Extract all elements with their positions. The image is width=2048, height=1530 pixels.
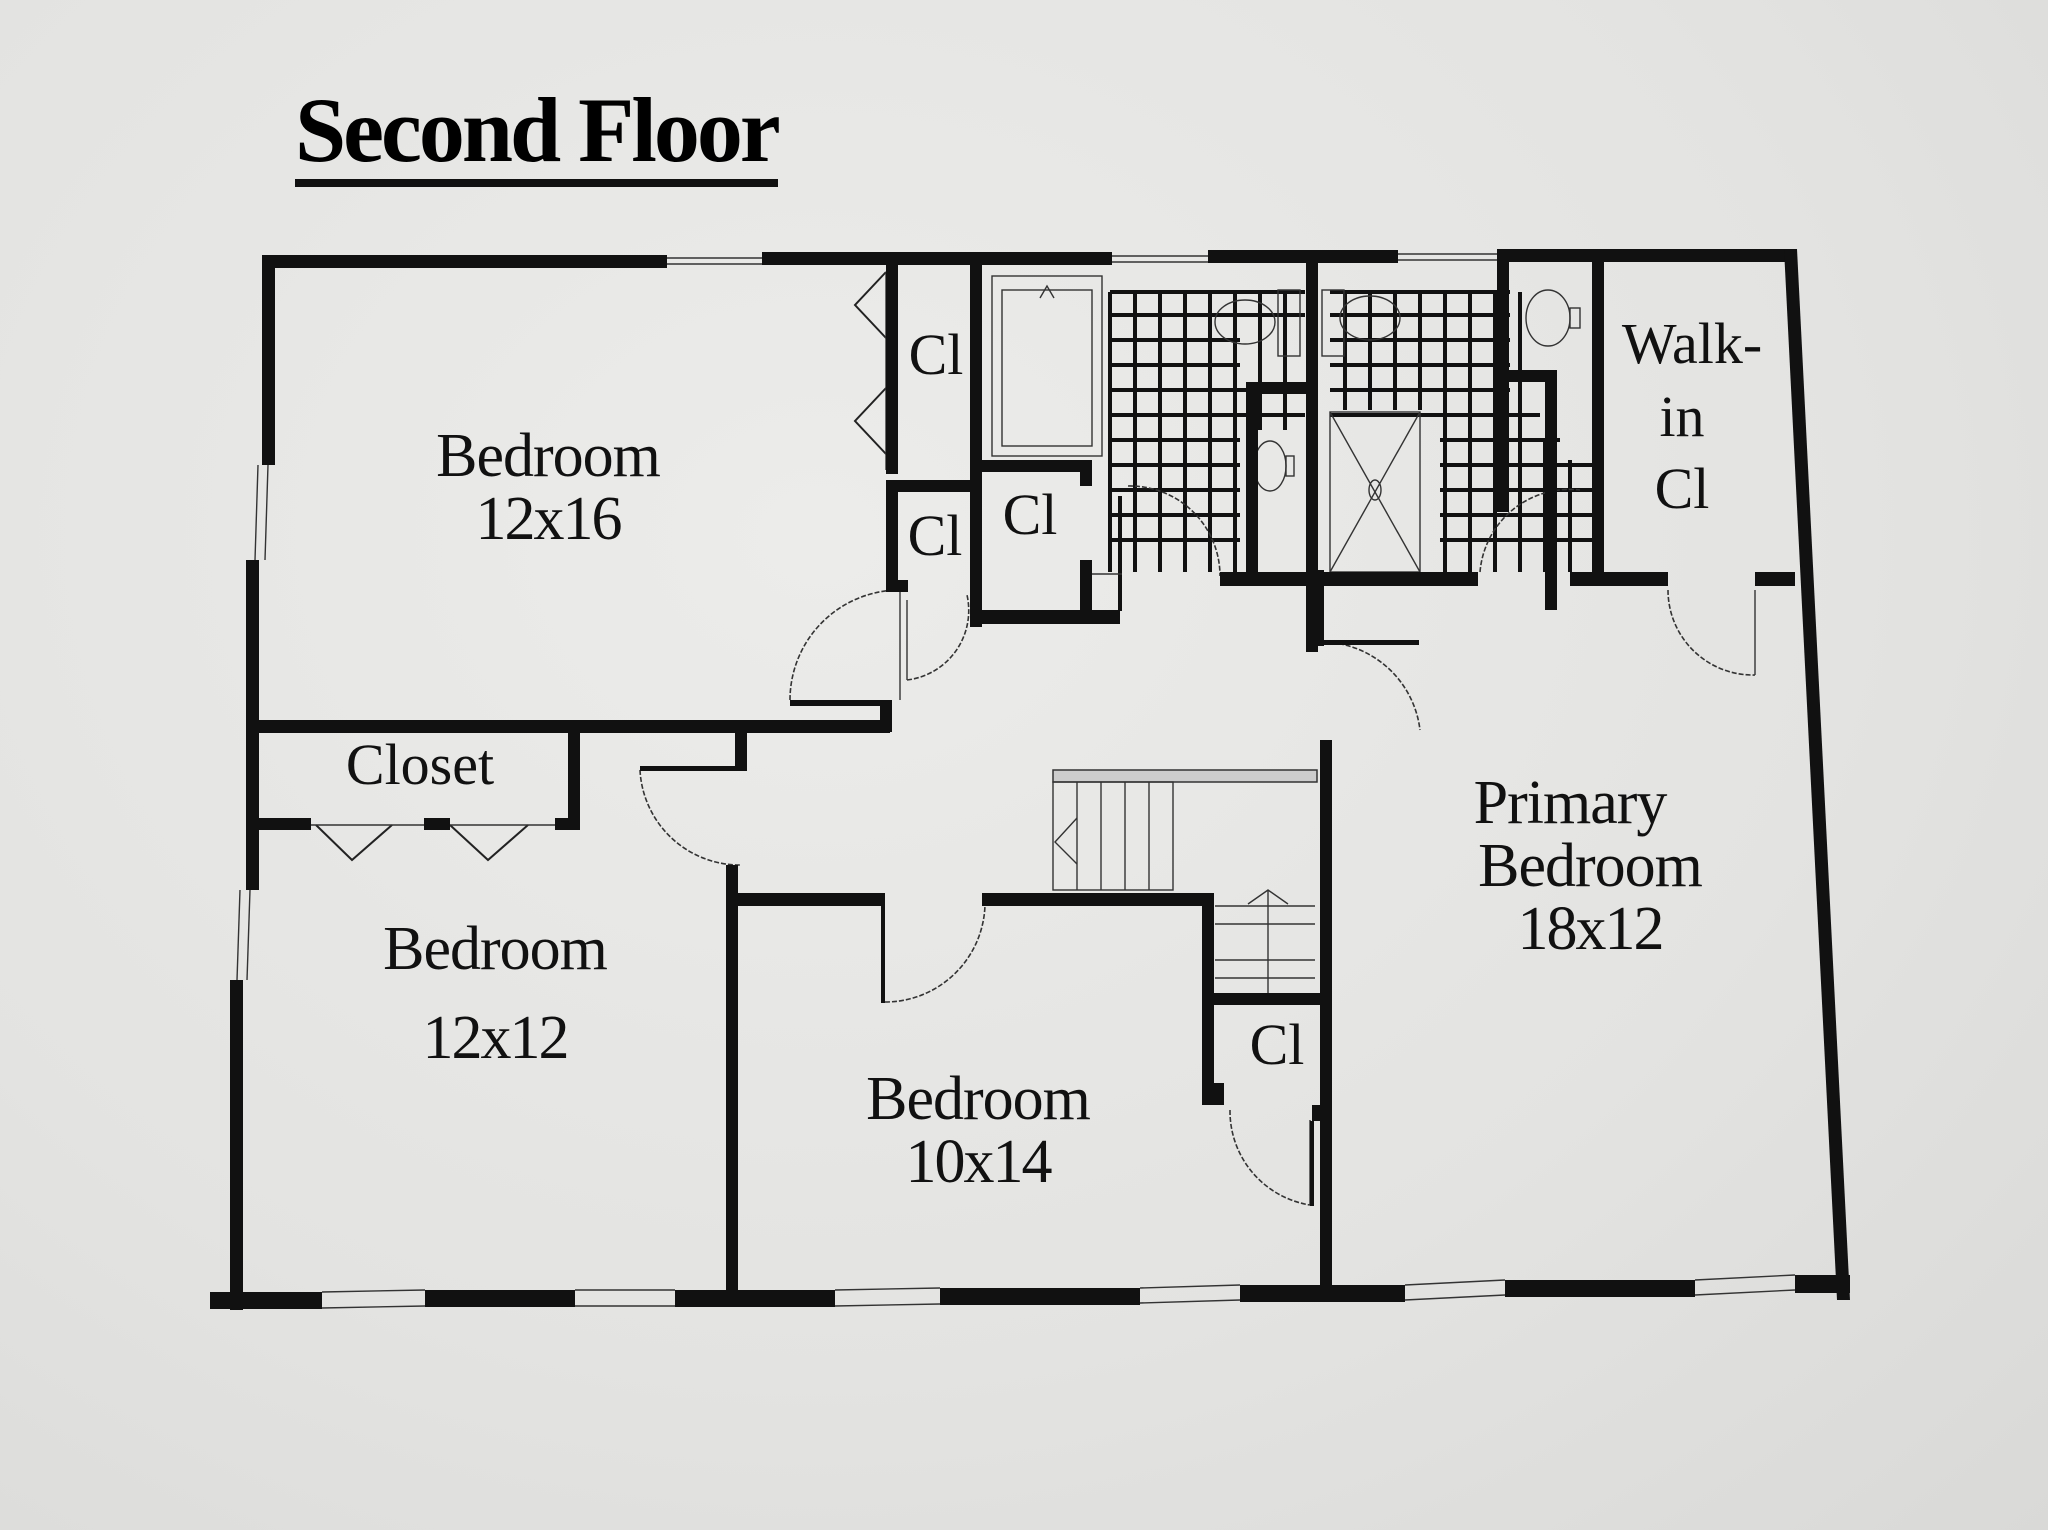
toilet-icon	[1214, 289, 1301, 357]
bathtub-icon	[991, 275, 1103, 457]
closet-label: Cl	[907, 503, 963, 568]
closet-label: Closet	[345, 732, 495, 797]
room-name: Bedroom	[383, 915, 608, 983]
walk-in-line1: Walk-	[1621, 311, 1763, 376]
room-primary-bedroom: Primary Bedroom 18x12	[1474, 771, 1703, 964]
walk-in-closet-label: Walk- in Cl	[1622, 308, 1762, 526]
closet-label: Cl	[1249, 1012, 1305, 1077]
closet-label: Cl	[1002, 482, 1058, 547]
walk-in-line2: in	[1659, 383, 1705, 449]
room-bedroom-12x12: Bedroom 12x12	[383, 915, 608, 1073]
walls	[210, 249, 1850, 1310]
staircase	[1052, 769, 1318, 995]
room-name-line2: Bedroom	[1478, 832, 1703, 901]
room-name: Bedroom	[436, 422, 661, 490]
room-name: Bedroom	[866, 1065, 1091, 1133]
walk-in-line3: Cl	[1654, 456, 1710, 521]
bath-tile-floor-1	[1108, 290, 1305, 572]
sink-icon	[1525, 289, 1581, 347]
room-dimensions: 10x14	[905, 1128, 1053, 1197]
room-dimensions: 18x12	[1517, 895, 1665, 964]
sink-icon	[1253, 440, 1295, 492]
bath-tile-floor-2	[1330, 290, 1600, 572]
room-bedroom-12x16: Bedroom 12x16	[436, 422, 661, 554]
room-dimensions: 12x12	[422, 1004, 570, 1073]
page-title: Second Floor	[295, 82, 781, 187]
shower-icon	[1329, 411, 1421, 573]
room-dimensions: 12x16	[475, 485, 623, 554]
closet-label: Cl	[908, 322, 964, 387]
room-name-line1: Primary	[1473, 769, 1668, 837]
room-bedroom-10x14: Bedroom 10x14	[866, 1065, 1091, 1197]
toilet-icon	[1321, 289, 1401, 357]
